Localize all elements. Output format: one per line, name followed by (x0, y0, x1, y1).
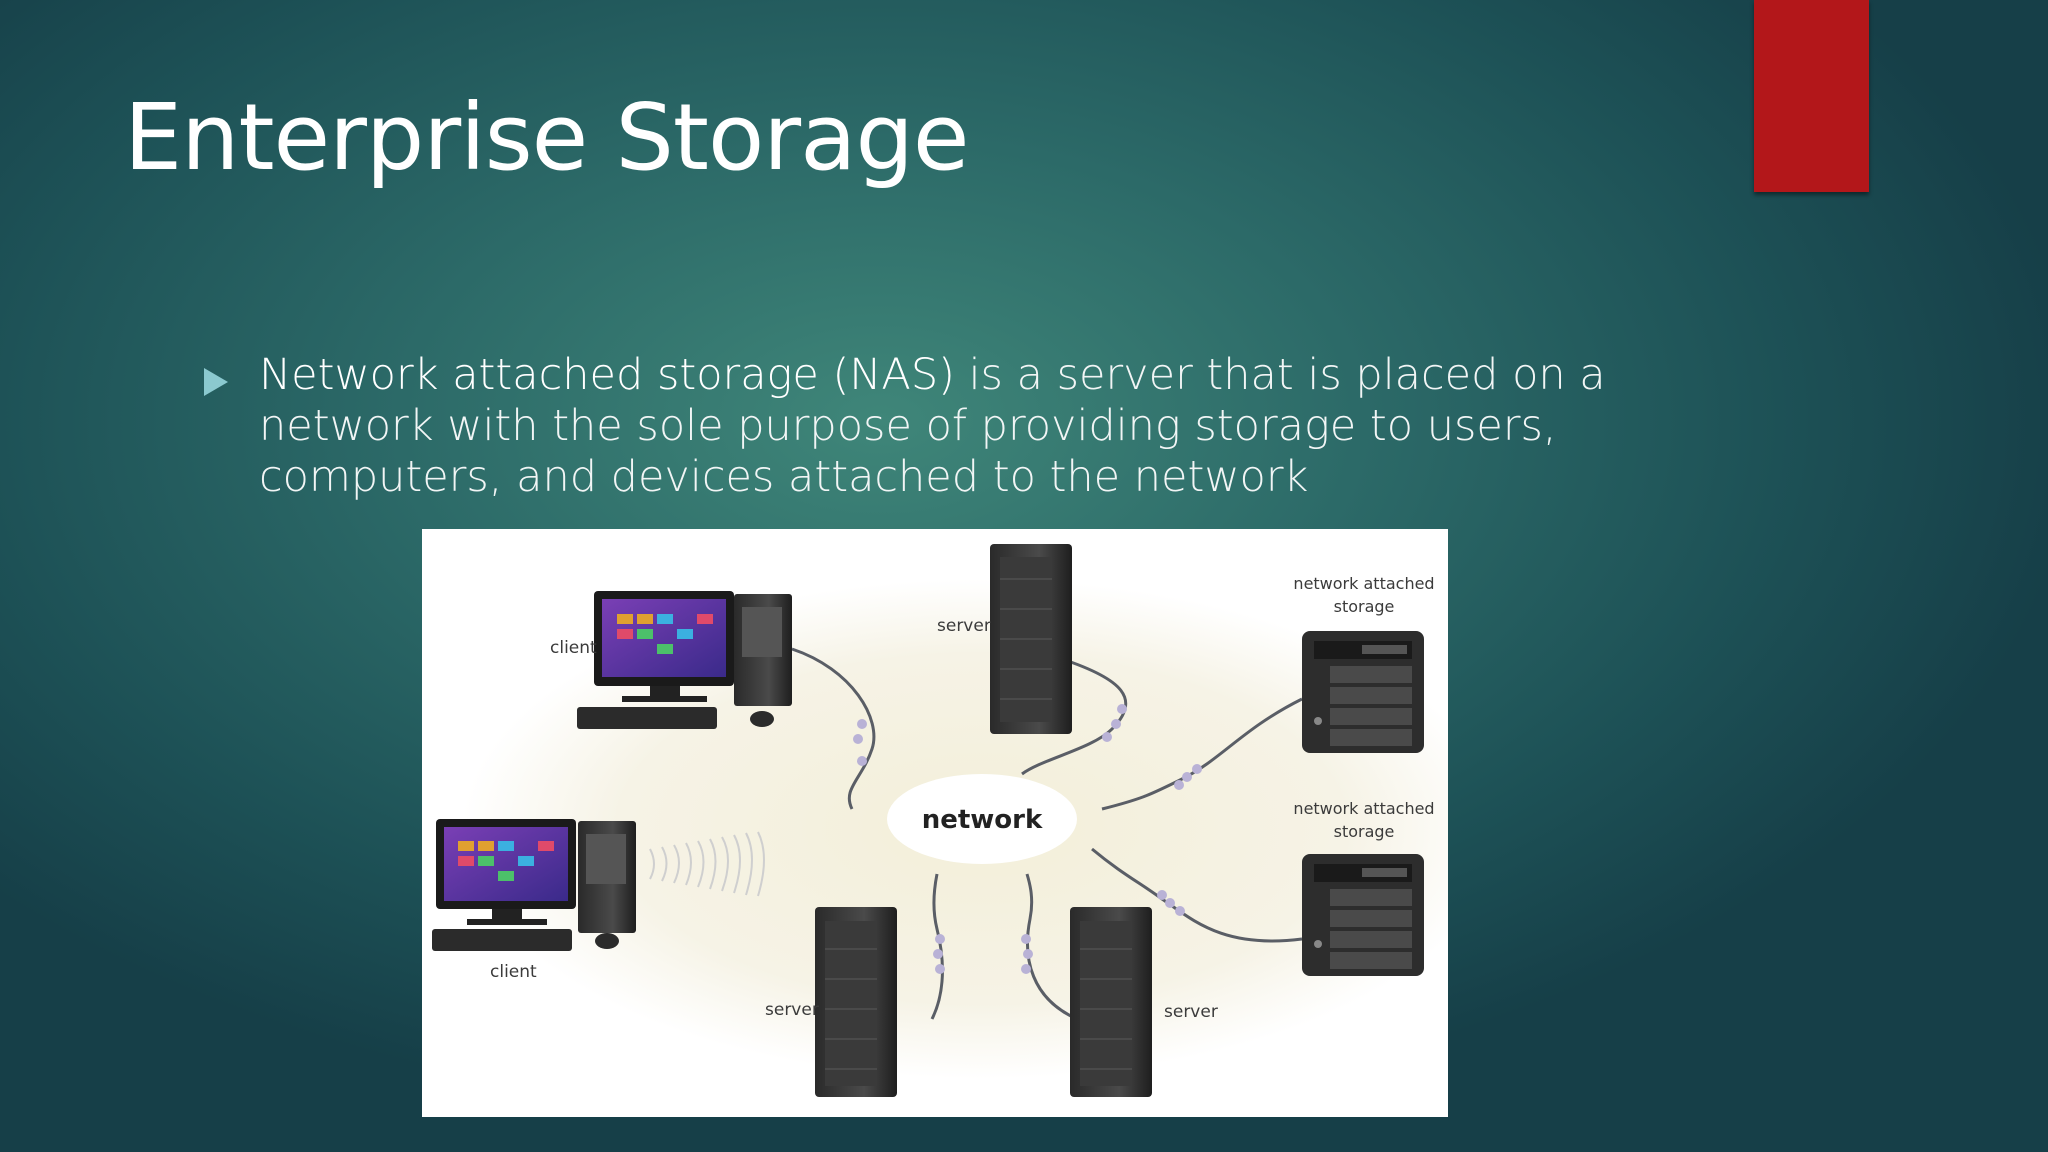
client-bottom-label: client (490, 962, 537, 982)
nas-bottom-label-line1: network attached (1293, 799, 1434, 818)
bullet-term: Network attached storage (259, 350, 819, 400)
bullet-item: Network attached storage (NAS) is a serv… (204, 350, 1664, 503)
client-bottom-computer (432, 819, 636, 951)
cable-server-top (1021, 657, 1128, 776)
bullet-abbreviation: (NAS) (832, 350, 955, 400)
triangle-bullet-icon (204, 368, 228, 396)
cable-beads (853, 704, 1202, 974)
bullet-body: is a server that is placed on a network … (259, 350, 1606, 502)
server-top-tower (990, 544, 1072, 734)
server-top-label: server (937, 616, 991, 636)
cable-client-top (791, 647, 876, 810)
bullet-text: Network attached storage (NAS) is a serv… (259, 350, 1664, 503)
nas-top-label-line2: storage (1334, 597, 1395, 616)
cable-server-bottom-right (1025, 873, 1078, 1021)
nas-diagram: network client (422, 529, 1448, 1117)
nas-top-label-line1: network attached (1293, 574, 1434, 593)
network-label: network (922, 805, 1043, 835)
nas-bottom-device (1302, 854, 1424, 976)
server-bottom-left-tower (815, 907, 897, 1097)
network-cloud (887, 774, 1077, 864)
slide-title: Enterprise Storage (124, 84, 969, 191)
accent-tab (1754, 0, 1869, 192)
nas-top-device (1302, 631, 1424, 753)
nas-bottom-label-line2: storage (1334, 822, 1395, 841)
server-bottom-right-tower (1070, 907, 1152, 1097)
cable-server-bottom-left (930, 873, 944, 1020)
client-top-label: client (550, 638, 597, 658)
client-top-computer (577, 591, 792, 729)
nas-diagram-drawing: network client (432, 544, 1448, 1097)
wireless-signal (649, 831, 765, 897)
server-bottom-left-label: server (765, 1000, 819, 1020)
server-bottom-right-label: server (1164, 1002, 1218, 1022)
